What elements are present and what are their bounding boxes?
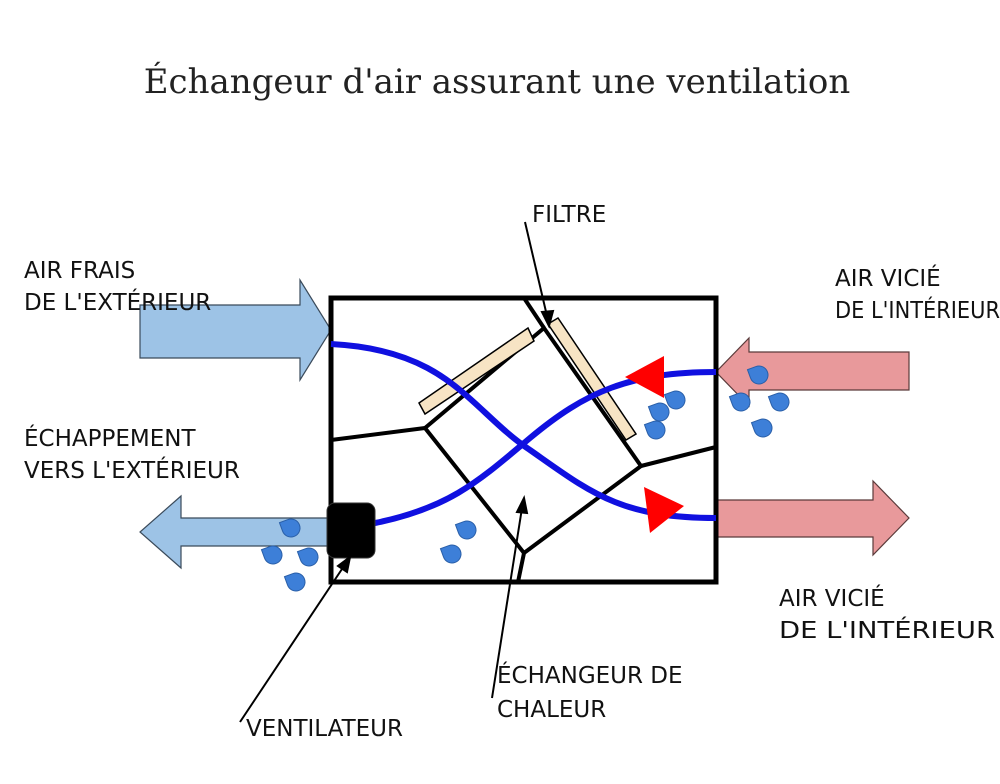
droplet-icon <box>296 544 322 570</box>
fresh-air-label: AIR FRAIS <box>24 258 135 284</box>
droplet-icon <box>439 541 465 567</box>
stale-air-in-label: AIR VICIÉ <box>835 264 941 292</box>
stale-air-out-label: AIR VICIÉ <box>779 584 885 612</box>
droplet-icon <box>767 389 793 415</box>
flow-direction-marker <box>625 356 664 398</box>
stale-air-out-label: DE L'INTÉRIEUR <box>779 616 995 644</box>
filter-icon <box>546 316 638 442</box>
droplet-icon <box>283 569 309 595</box>
droplet-icon <box>454 517 480 543</box>
heat-exchanger-label: CHALEUR <box>497 697 606 723</box>
page-title: Échangeur d'air assurant une ventilation <box>144 61 851 102</box>
partition-lines <box>330 296 717 583</box>
heat-exchanger-core <box>422 325 644 556</box>
droplet-icon <box>643 417 669 443</box>
fan-label: VENTILATEUR <box>246 716 403 742</box>
fresh-air-inlet-arrow <box>139 277 332 383</box>
heat-exchanger-label: ÉCHANGEUR DE <box>497 661 683 689</box>
flow-direction-marker <box>644 487 684 533</box>
stale-air-outlet-arrow <box>715 479 910 557</box>
fresh-air-label: DE L'EXTÉRIEUR <box>24 288 211 316</box>
stale-air-inlet-arrow <box>715 336 910 408</box>
filter-label: FILTRE <box>532 202 606 228</box>
filter-icon <box>418 326 535 416</box>
leader-lines <box>239 221 555 723</box>
stale-air-in-label: DE L'INTÉRIEUR <box>835 296 1000 324</box>
exhaust-label: VERS L'EXTÉRIEUR <box>24 456 240 484</box>
fresh-air-flow-path <box>330 341 717 521</box>
fan-icon <box>326 502 376 559</box>
exhaust-outlet-arrow <box>139 494 332 570</box>
exhaust-label: ÉCHAPPEMENT <box>24 424 196 452</box>
droplet-icon <box>750 415 776 441</box>
droplet-icon <box>260 542 286 568</box>
